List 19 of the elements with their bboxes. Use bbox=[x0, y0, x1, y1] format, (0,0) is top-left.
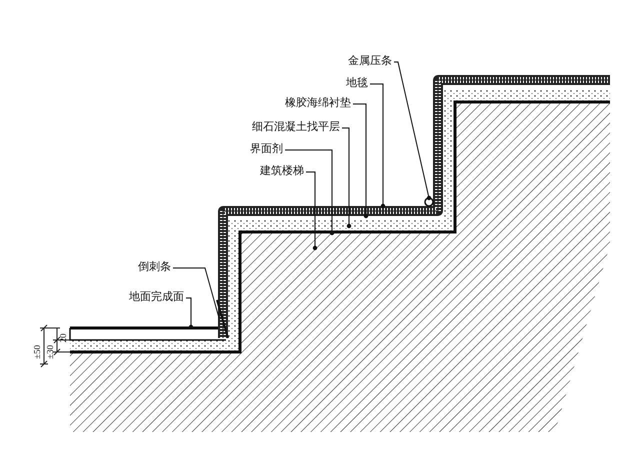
leader-line bbox=[284, 150, 334, 236]
callout-label: 金属压条 bbox=[348, 55, 392, 68]
leader-line bbox=[172, 268, 220, 318]
dimension-text: ±30 bbox=[45, 344, 55, 361]
leader-line bbox=[306, 172, 318, 250]
dimension-text: 20 bbox=[58, 332, 68, 344]
leader-line bbox=[370, 84, 386, 208]
callout-label: 建筑楼梯 bbox=[260, 165, 304, 178]
callout-label: 倒刺条 bbox=[138, 261, 171, 274]
callout-label: 地面完成面 bbox=[129, 291, 184, 304]
leader-line bbox=[342, 128, 352, 228]
leader-line bbox=[394, 62, 432, 200]
dimension-text: ±50 bbox=[32, 344, 42, 361]
callout-label: 界面剂 bbox=[250, 143, 283, 156]
callout-label: 地毯 bbox=[346, 77, 368, 90]
callout-label: 细石混凝土找平层 bbox=[252, 121, 340, 134]
leader-line bbox=[352, 104, 368, 218]
callout-label: 橡胶海绵衬垫 bbox=[285, 97, 351, 110]
leader-line bbox=[186, 298, 194, 330]
